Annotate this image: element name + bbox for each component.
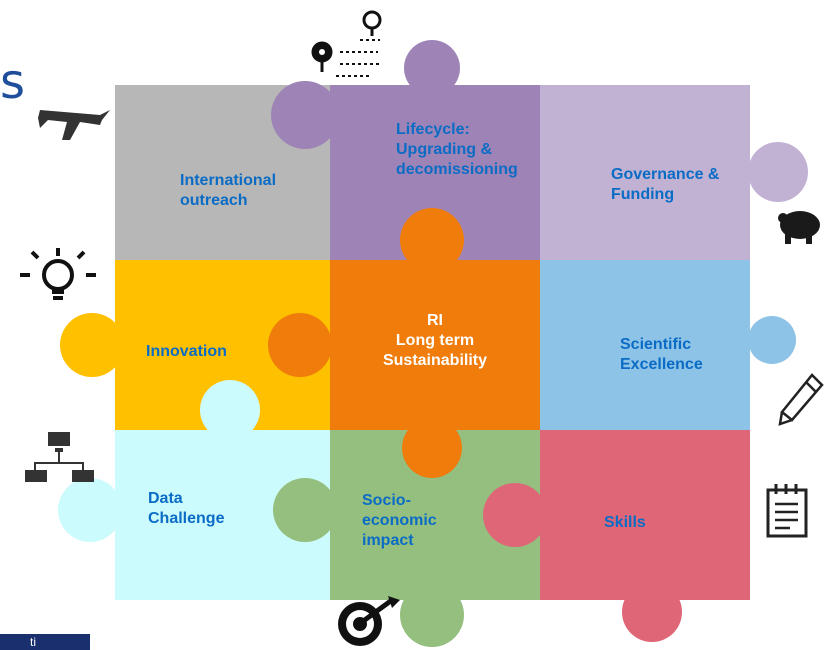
piece-center-knob-left bbox=[268, 313, 332, 377]
label-innovation: Innovation bbox=[146, 343, 227, 360]
pencil-icon bbox=[778, 373, 824, 426]
piece-lifecycle-knob-top bbox=[404, 40, 460, 96]
piece-center-knob-bottom bbox=[402, 418, 462, 478]
piece-governance-funding-knob bbox=[748, 142, 808, 202]
label-governance-funding: Governance & Funding bbox=[611, 166, 720, 203]
label-lifecycle: Lifecycle: Upgrading & decomissioning bbox=[396, 121, 518, 178]
piece-lifecycle-knob-left bbox=[271, 81, 339, 149]
lightbulb-icon bbox=[20, 248, 96, 300]
route-pin-icon bbox=[311, 10, 382, 77]
label-scientific-excellence: Scientific Excellence bbox=[620, 336, 703, 373]
piece-governance-funding bbox=[540, 85, 750, 260]
notepad-icon bbox=[766, 484, 808, 538]
piece-socio-economic-impact-knob-bottom bbox=[400, 583, 464, 647]
piece-data-challenge-knob-left bbox=[58, 478, 122, 542]
piece-skills-knob-bottom bbox=[622, 582, 682, 642]
piece-data-challenge-knob-top bbox=[200, 380, 260, 440]
network-icon bbox=[25, 432, 94, 482]
footer-tab: ti bbox=[0, 634, 90, 650]
piece-skills-knob-left bbox=[483, 483, 547, 547]
piece-socio-economic-impact-knob-left bbox=[273, 478, 337, 542]
piece-innovation-knob bbox=[60, 313, 124, 377]
label-socio-economic-impact: Socio- economic impact bbox=[362, 492, 437, 549]
piggy-bank-icon bbox=[778, 211, 820, 244]
piece-center bbox=[330, 260, 540, 430]
piece-center-knob-top bbox=[400, 208, 464, 272]
heading-fragment: s bbox=[0, 54, 26, 110]
piece-skills bbox=[540, 430, 750, 600]
piece-scientific-excellence bbox=[540, 260, 750, 430]
airplane-icon bbox=[38, 110, 110, 140]
label-international-outreach: International outreach bbox=[180, 172, 277, 209]
label-skills: Skills bbox=[604, 514, 646, 531]
label-center: RI Long term Sustainability bbox=[382, 312, 488, 369]
target-icon bbox=[338, 596, 400, 646]
label-data-challenge: Data Challenge bbox=[148, 490, 225, 527]
piece-scientific-excellence-knob bbox=[748, 316, 796, 364]
